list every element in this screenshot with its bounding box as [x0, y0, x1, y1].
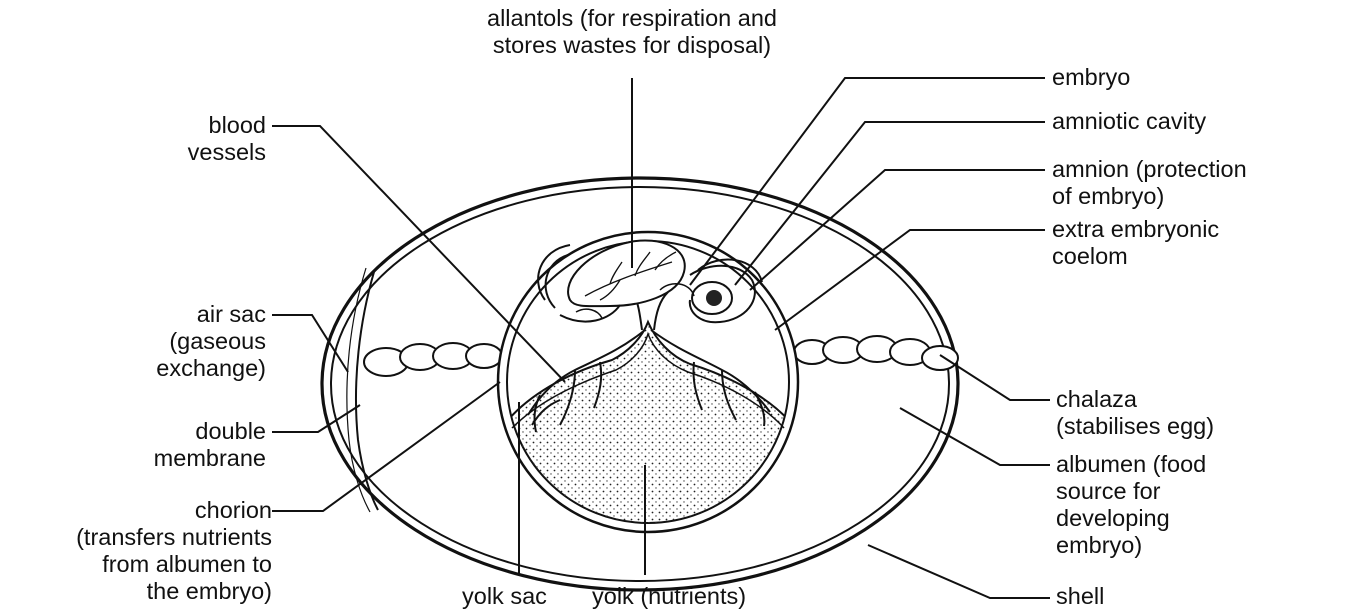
- label-blood-vessels: blood vessels: [60, 112, 266, 166]
- label-amniotic-cavity: amniotic cavity: [1052, 108, 1206, 135]
- label-embryo: embryo: [1052, 64, 1130, 91]
- label-albumen: albumen (food source for developing embr…: [1056, 451, 1206, 559]
- label-yolk-sac: yolk sac: [462, 583, 547, 610]
- label-shell: shell: [1056, 583, 1104, 610]
- label-air-sac: air sac (gaseous exchange): [60, 301, 266, 382]
- label-double-membrane: double membrane: [60, 418, 266, 472]
- label-extra-embryonic-coelom: extra embryonic coelom: [1052, 216, 1219, 270]
- chalaza-right: [794, 336, 958, 370]
- label-chalaza: chalaza (stabilises egg): [1056, 386, 1214, 440]
- label-amnion: amnion (protection of embryo): [1052, 156, 1247, 210]
- label-yolk: yolk (nutrients): [592, 583, 746, 610]
- chalaza-left: [364, 343, 502, 376]
- label-chorion: chorion (transfers nutrients from albume…: [0, 497, 272, 605]
- label-allantois: allantols (for respiration and stores wa…: [432, 5, 832, 59]
